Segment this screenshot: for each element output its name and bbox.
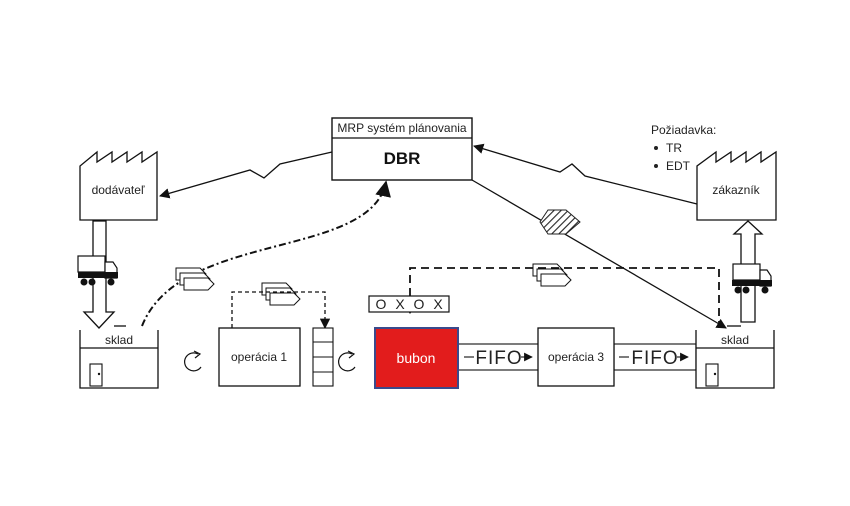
supplier-factory: dodávateľ — [79, 150, 158, 221]
fifo-lane-2: FIFO — [613, 343, 697, 371]
operation1-kanban-loop — [231, 291, 331, 330]
fifo-label-2: FIFO — [631, 348, 678, 369]
customer-truck-icon — [732, 263, 772, 294]
demand-item-edt: EDT — [666, 159, 691, 173]
drum-box: bubon — [374, 327, 459, 389]
kanban-cards-icon-middle — [261, 282, 301, 306]
demand-title: Požiadavka: — [651, 123, 716, 137]
push-cycle-icon-1 — [184, 350, 202, 372]
wip-buffer-stack — [312, 327, 334, 387]
operation3-box: operácia 3 — [537, 327, 615, 387]
warehouse-left: sklad — [79, 325, 159, 389]
mrp-system-box: MRP systém plánovania DBR — [331, 117, 473, 181]
warehouse-to-mrp-dashed-arrow — [141, 180, 391, 327]
buffer-mark-4: X — [433, 296, 443, 312]
rope-signal-line — [409, 267, 720, 328]
fifo-lane-1: FIFO — [457, 343, 541, 371]
customer-label: zákazník — [712, 183, 760, 197]
door-icon — [89, 363, 103, 387]
kanban-cards-icon-right — [532, 263, 572, 287]
customer-to-mrp-arrow — [473, 143, 698, 205]
operation1-label: operácia 1 — [231, 350, 287, 364]
drum-label: bubon — [397, 350, 436, 366]
operation3-label: operácia 3 — [548, 350, 604, 364]
door-icon — [705, 363, 719, 387]
demand-list: Požiadavka: TR EDT — [651, 123, 716, 173]
drum-buffer: O X O X — [368, 295, 450, 313]
buffer-mark-2: X — [395, 296, 405, 312]
demand-item-tr: TR — [666, 141, 682, 155]
operation1-box: operácia 1 — [218, 327, 301, 387]
mrp-to-supplier-arrow — [159, 151, 333, 199]
buffer-mark-1: O — [376, 296, 387, 312]
mrp-title: MRP systém plánovania — [337, 121, 466, 135]
fifo-label-1: FIFO — [475, 348, 522, 369]
warehouse-right: sklad — [695, 325, 775, 389]
push-cycle-icon-2 — [338, 350, 356, 372]
dbr-label: DBR — [384, 149, 421, 168]
customer-factory: zákazník — [696, 150, 777, 221]
buffer-mark-3: O — [414, 296, 425, 312]
supplier-truck-icon — [77, 255, 118, 286]
warehouse-right-label: sklad — [721, 333, 749, 347]
kanban-cards-icon-left — [175, 267, 215, 291]
warehouse-left-label: sklad — [105, 333, 133, 347]
supplier-label: dodávateľ — [92, 183, 145, 197]
mrp-to-warehouse-arrow — [471, 179, 727, 329]
schedule-tag-icon — [539, 209, 581, 235]
